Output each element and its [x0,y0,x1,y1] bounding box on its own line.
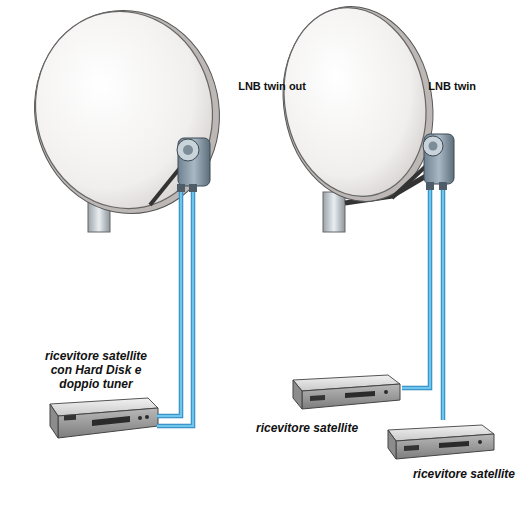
receiver-node: ricevitore satellite con Hard Disk e dop… [35,350,157,442]
receiver-device [388,425,494,459]
receiver-node: ricevitore satellite [250,372,402,438]
dish-right [268,0,454,232]
lnb-label: LNB twin out [238,80,306,93]
cable-outline [441,190,446,420]
lnb-node: LNB twin [420,76,478,190]
cable-outline [157,192,193,426]
receiver-label: ricevitore satellite [413,468,515,482]
lnb-node: LNB twin out [175,76,310,192]
lnb-label: LNB twin [428,80,476,93]
coax-cable [157,192,193,426]
coax-cable [402,190,430,388]
receiver-device [293,375,400,409]
cable-outline [157,192,181,416]
receiver-label: ricevitore satellite [256,422,358,436]
cable-outline [402,190,430,388]
receiver-hd-device [50,398,158,438]
coax-cable [157,192,181,416]
coax-cable [442,190,445,420]
receiver-node: ricevitore satellite [383,420,519,484]
dish-left [16,0,238,232]
receiver-label: ricevitore satellite con Hard Disk e dop… [35,350,157,391]
